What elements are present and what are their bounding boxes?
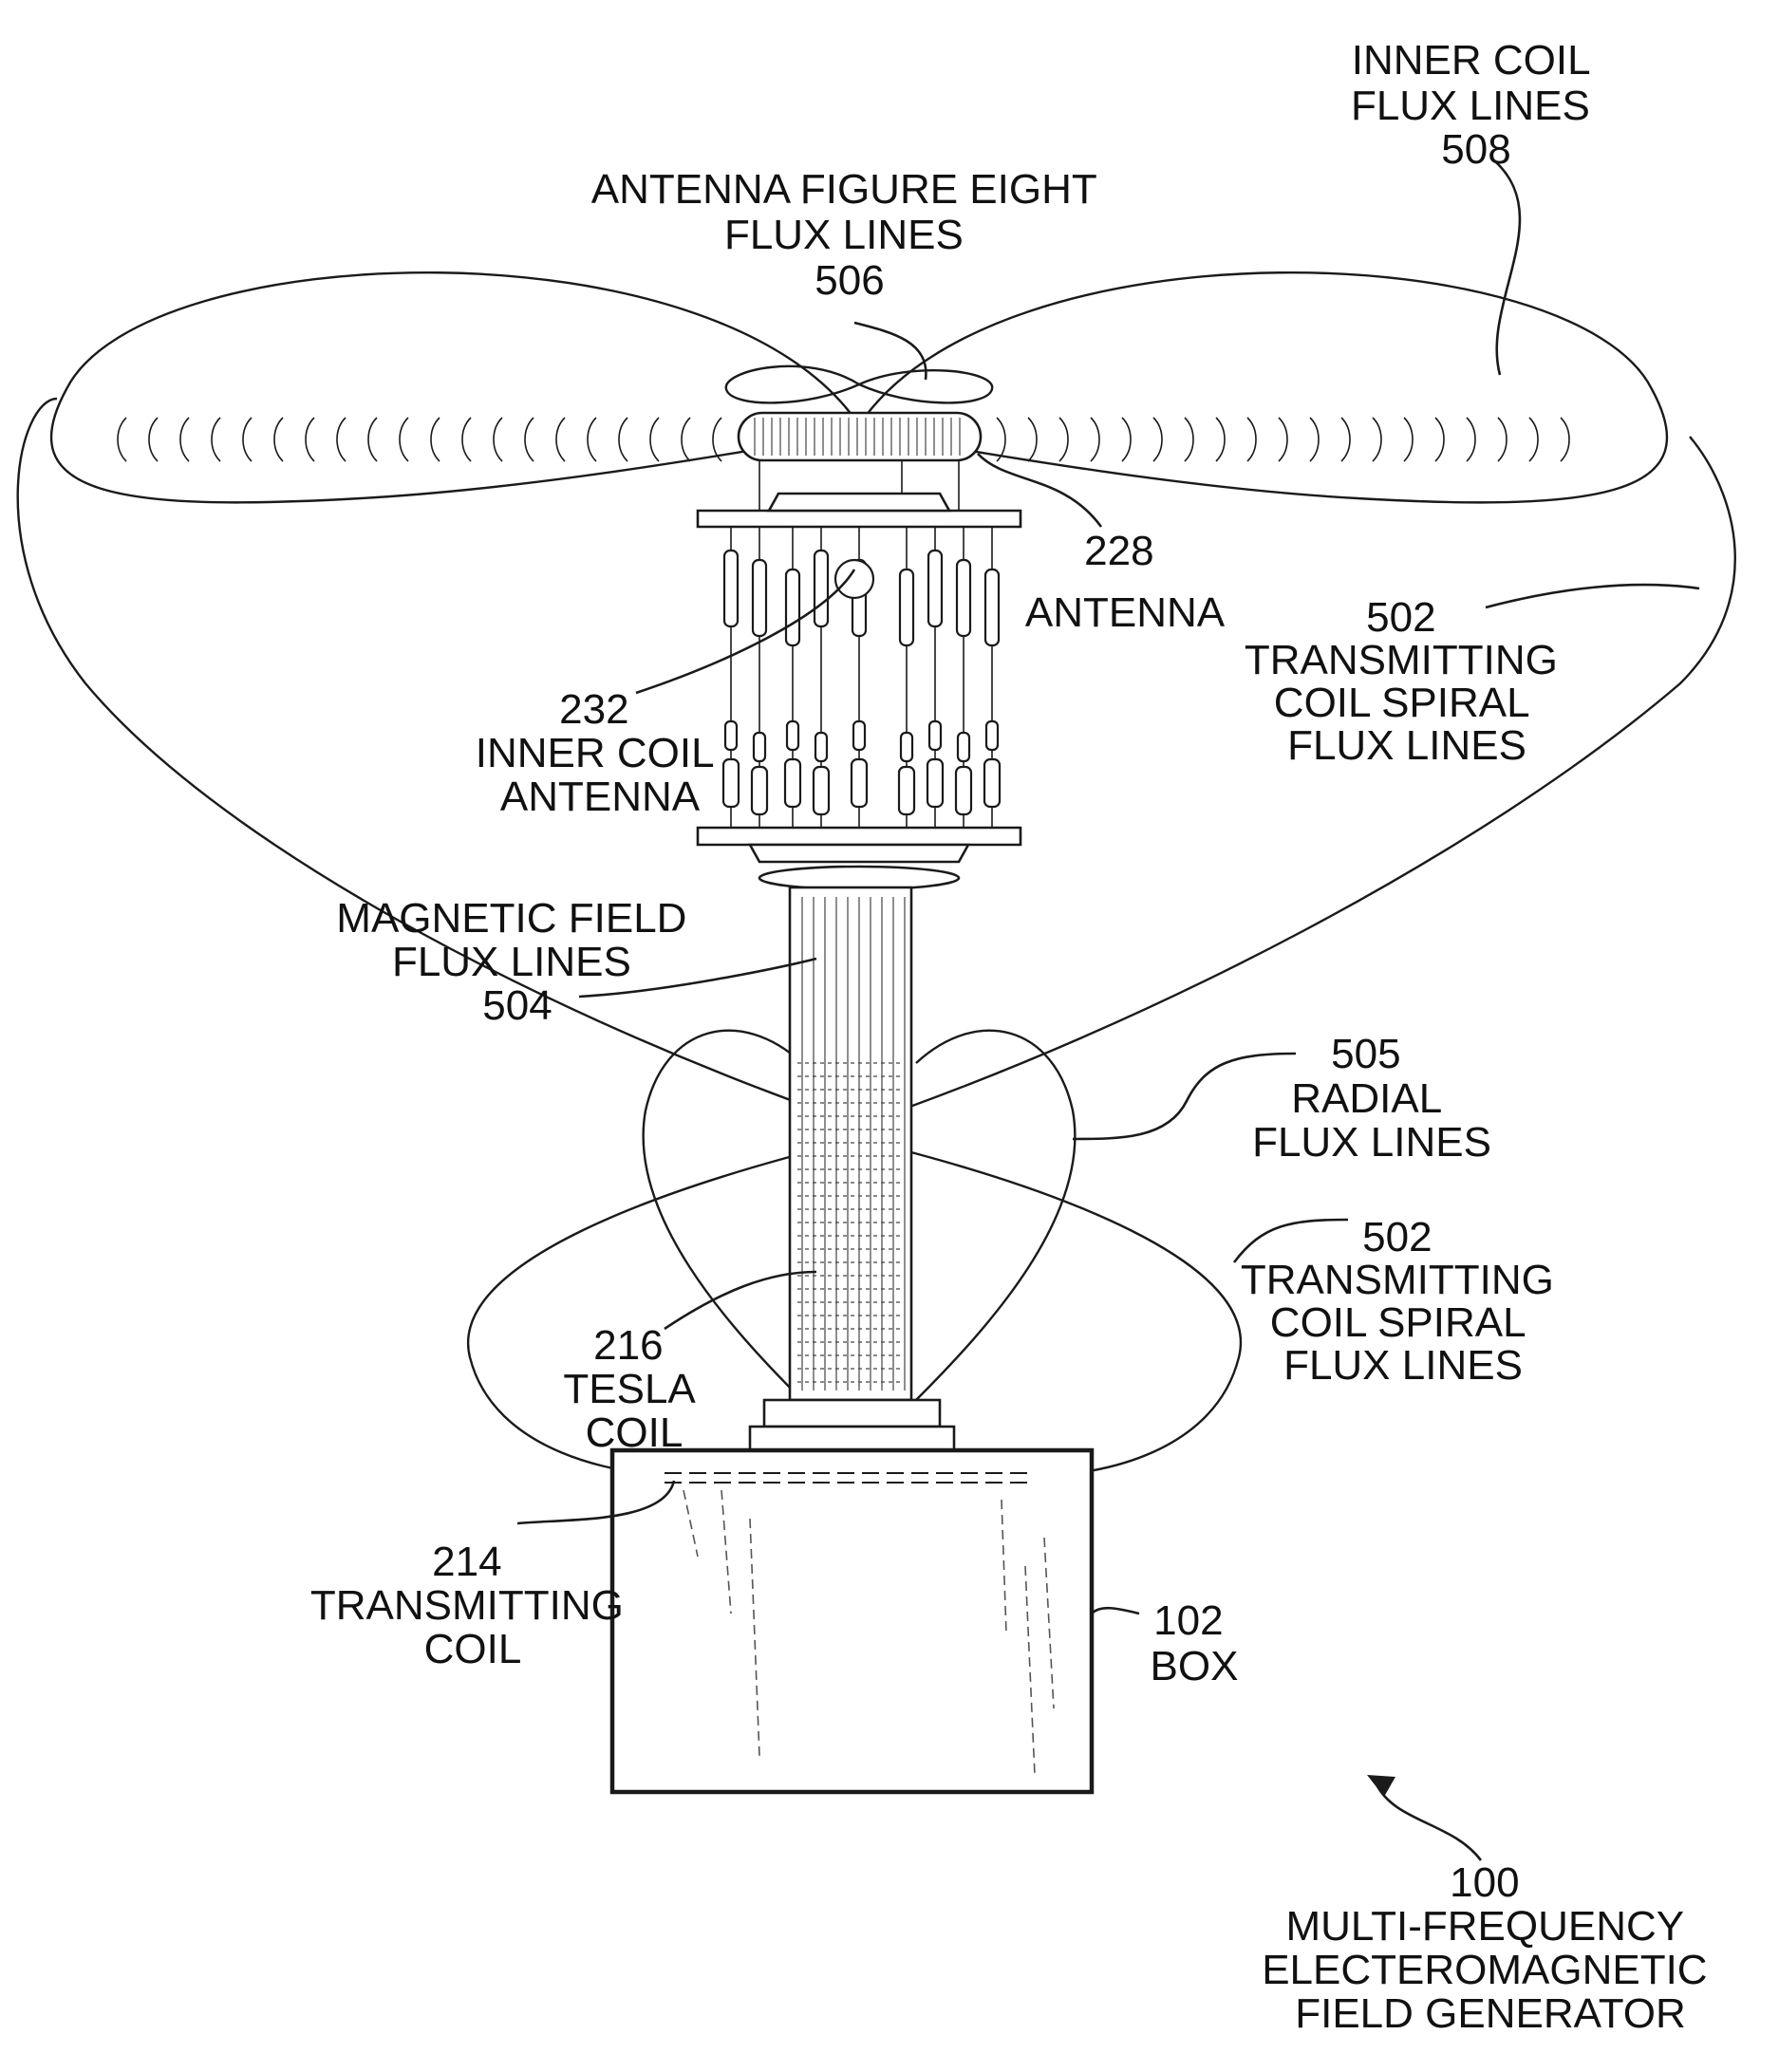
wave-arc (367, 417, 378, 462)
wave-arc (1466, 417, 1476, 462)
label-spiral-flux-upper: 502 TRANSMITTING COIL SPIRAL FLUX LINES (1245, 594, 1569, 769)
spiral-flux-lines-upper (16, 397, 1736, 1127)
label-transmitting-coil: 214 TRANSMITTING COIL (310, 1539, 635, 1672)
spiral-flux-lines-lower (466, 1137, 1243, 1478)
wave-arc (430, 417, 440, 462)
wave-arc (1152, 417, 1163, 462)
label-spiral-flux-lower: 502 TRANSMITTING COIL SPIRAL FLUX LINES (1241, 1214, 1565, 1389)
leader-502-lower (1232, 1218, 1349, 1263)
parenthesis-wave-icon (117, 417, 1570, 462)
wave-arc (524, 417, 534, 462)
tesla-coil-column (788, 886, 913, 1402)
label-generator: 100 MULTI-FREQUENCY ELECTEROMAGNETIC FIE… (1262, 1859, 1719, 2037)
wave-arc (1434, 417, 1445, 462)
wave-arc (493, 417, 503, 462)
coil-rod (954, 527, 973, 828)
wave-arc (1027, 417, 1038, 462)
label-box: 102 BOX (1151, 1597, 1239, 1689)
leader-508 (1494, 160, 1522, 376)
coil-rod (926, 527, 945, 828)
coil-rod (897, 527, 916, 828)
inner-coil-hub (833, 558, 875, 600)
label-magnetic-field-flux: MAGNETIC FIELD FLUX LINES 504 (336, 895, 698, 1029)
wave-arc (242, 417, 253, 462)
coil-rod (750, 527, 769, 828)
arrow-head (1367, 1775, 1395, 1797)
box-shading (683, 1489, 1055, 1776)
wave-arc (273, 417, 284, 462)
wave-arc (996, 417, 1006, 462)
wave-arc (211, 417, 221, 462)
inner-coil-antenna-rods (721, 527, 1002, 828)
label-antenna-figure-eight: ANTENNA FIGURE EIGHT FLUX LINES 506 (591, 166, 1108, 304)
leader-232 (635, 569, 856, 695)
wave-arc (587, 417, 597, 462)
coil-rod (812, 527, 831, 828)
label-tesla-coil: 216 TESLA COIL (563, 1322, 704, 1456)
wave-arc (1121, 417, 1132, 462)
leader-506 (853, 321, 927, 381)
wave-arc (1497, 417, 1507, 462)
wave-arc (712, 417, 722, 462)
leader-504 (578, 957, 817, 999)
leader-505 (1072, 1052, 1297, 1141)
leader-214 (516, 1480, 676, 1525)
wave-arc (148, 417, 159, 462)
wave-arc (649, 417, 660, 462)
wave-arc (1528, 417, 1539, 462)
antenna-bottom-plate (696, 826, 1022, 847)
label-antenna: 228 ANTENNA (1025, 528, 1226, 636)
label-inner-coil-antenna: 232 INNER COIL ANTENNA (476, 686, 724, 820)
inner-coil-flux-lines (49, 271, 1669, 504)
tesla-coil-base-upper (762, 1398, 942, 1428)
wave-arc (1058, 417, 1069, 462)
leader-102 (1091, 1606, 1140, 1615)
curved-arrow-icon (1375, 1783, 1483, 1861)
label-inner-coil-flux: INNER COIL FLUX LINES 508 (1351, 37, 1601, 173)
wave-arc (1403, 417, 1414, 462)
wave-arc (1090, 417, 1100, 462)
wave-arc (1278, 417, 1288, 462)
wave-arc (1372, 417, 1382, 462)
wave-arc (1309, 417, 1320, 462)
antenna-ring-hatching (754, 418, 961, 456)
wave-arc (1340, 417, 1351, 462)
tesla-coil-windings (797, 897, 906, 1391)
wave-arc (618, 417, 628, 462)
wave-arc (555, 417, 566, 462)
antenna-ring (737, 411, 983, 462)
radial-flux-lines (642, 1029, 1077, 1401)
antenna-top-plate (696, 509, 1022, 529)
antenna-figure-eight-flux (724, 364, 994, 404)
antenna-base-disk (758, 865, 961, 891)
leader-216 (664, 1270, 817, 1331)
coil-rod (721, 527, 740, 828)
wave-arc (117, 417, 127, 462)
leader-502-upper (1485, 583, 1700, 609)
leader-228 (977, 453, 1103, 528)
label-radial-flux: 505 RADIAL FLUX LINES (1252, 1031, 1491, 1166)
wave-arc (1184, 417, 1194, 462)
box-102 (609, 1447, 1095, 1795)
wave-arc (1215, 417, 1226, 462)
wave-arc (681, 417, 691, 462)
coil-rod (983, 527, 1002, 828)
coil-rod (783, 527, 802, 828)
wave-arc (1246, 417, 1257, 462)
wave-arc (305, 417, 315, 462)
wave-arc (461, 417, 472, 462)
wave-arc (399, 417, 409, 462)
tesla-coil-base-lower (748, 1425, 956, 1452)
wave-arc (179, 417, 190, 462)
wave-arc (336, 417, 346, 462)
wave-arc (1560, 417, 1570, 462)
